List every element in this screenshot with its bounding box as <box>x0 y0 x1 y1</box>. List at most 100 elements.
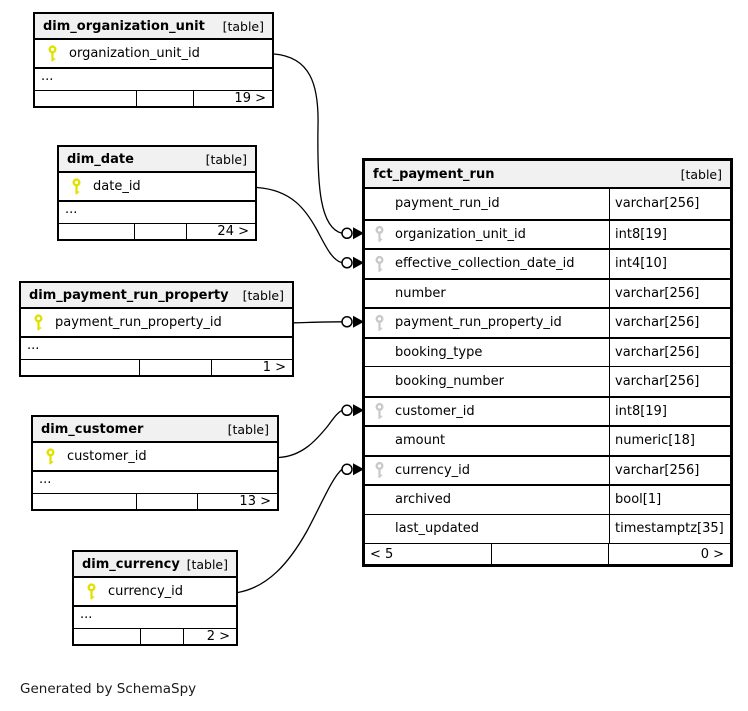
primary-key-icon <box>71 178 82 195</box>
column-name-cell: booking_type <box>365 339 609 367</box>
table-title[interactable]: fct_payment_run <box>373 166 495 182</box>
table-node-dim-payment-run-property[interactable]: dim_payment_run_property [table] payment… <box>19 281 294 377</box>
column-name-cell: amount <box>365 427 609 455</box>
footer-cell <box>35 91 137 106</box>
column-row: effective_collection_date_id int4[10] <box>365 248 730 278</box>
table-title[interactable]: dim_customer <box>41 421 144 437</box>
column-type: varchar[256] <box>615 373 700 389</box>
column-name: organization_unit_id <box>395 226 526 242</box>
table-node-dim-customer[interactable]: dim_customer [table] customer_id ... 13 … <box>31 415 279 511</box>
table-node-fct-payment-run[interactable]: fct_payment_run [table] payment_run_id v… <box>362 158 733 567</box>
column-name: date_id <box>93 179 141 194</box>
crow-foot-circle <box>341 257 353 269</box>
table-node-dim-date[interactable]: dim_date [table] date_id ... 24 > <box>57 145 257 241</box>
footer-cell <box>33 494 137 509</box>
table-title[interactable]: dim_date <box>67 151 134 167</box>
foreign-key-icon <box>374 403 385 420</box>
table-title[interactable]: dim_payment_run_property <box>29 287 229 303</box>
table-header[interactable]: dim_payment_run_property [table] <box>21 283 292 309</box>
footer-cell <box>21 360 140 375</box>
column-name-cell: effective_collection_date_id <box>365 250 609 278</box>
footer-cell <box>74 629 141 644</box>
ellipsis-text: ... <box>27 338 40 353</box>
column-row: date_id <box>59 173 255 202</box>
table-title[interactable]: dim_currency <box>82 556 180 572</box>
hidden-columns-ellipsis: ... <box>35 69 272 91</box>
column-type-cell: int8[19] <box>609 397 730 425</box>
footer-cell <box>59 224 135 239</box>
table-node-dim-organization-unit[interactable]: dim_organization_unit [table] organizati… <box>33 12 274 108</box>
table-title[interactable]: dim_organization_unit <box>43 18 205 34</box>
foreign-key-icon <box>374 314 385 331</box>
parents-count: < 5 <box>365 544 492 564</box>
footer-cell <box>135 224 187 239</box>
column-type: timestamptz[35] <box>615 521 724 537</box>
column-type-cell: numeric[18] <box>609 427 730 455</box>
crow-foot-circle <box>341 463 353 476</box>
column-name: currency_id <box>108 584 184 599</box>
column-type-cell: varchar[256] <box>609 456 730 484</box>
column-type: bool[1] <box>615 492 662 508</box>
related-count: 1 > <box>262 360 286 375</box>
column-type: int4[10] <box>615 256 667 272</box>
column-type-cell: int4[10] <box>609 250 730 278</box>
footer-cell: 24 > <box>187 224 255 239</box>
column-name: archived <box>395 492 451 508</box>
column-name: customer_id <box>395 403 475 419</box>
crow-foot-circle <box>341 316 353 328</box>
column-row: organization_unit_id int8[19] <box>365 218 730 248</box>
primary-key-icon <box>33 314 44 331</box>
column-type-cell: varchar[256] <box>609 367 730 396</box>
column-type: varchar[256] <box>615 462 700 478</box>
column-type-cell: varchar[256] <box>609 279 730 307</box>
crow-foot-circle <box>341 404 353 417</box>
table-type-badge: [table] <box>227 421 269 437</box>
table-header[interactable]: dim_date [table] <box>59 147 255 173</box>
footer-cell: 13 > <box>198 494 277 509</box>
column-name: payment_run_id <box>395 196 500 212</box>
table-header[interactable]: dim_currency [table] <box>74 552 236 578</box>
column-type: int8[19] <box>615 226 667 242</box>
table-header[interactable]: dim_organization_unit [table] <box>35 14 272 40</box>
ellipsis-text: ... <box>80 607 93 622</box>
column-name: customer_id <box>67 449 147 464</box>
footer-cell <box>137 494 198 509</box>
generated-by-note: Generated by SchemaSpy <box>20 681 197 697</box>
hidden-columns-ellipsis: ... <box>33 472 277 494</box>
column-name: payment_run_property_id <box>395 315 562 331</box>
footer-cell: 1 > <box>212 360 292 375</box>
ellipsis-text: ... <box>39 472 52 487</box>
table-header[interactable]: fct_payment_run [table] <box>365 161 730 189</box>
column-name: currency_id <box>395 462 471 478</box>
column-type: varchar[256] <box>615 315 700 331</box>
column-type-cell: varchar[256] <box>609 338 730 366</box>
foreign-key-icon <box>374 255 385 272</box>
column-name: effective_collection_date_id <box>395 256 575 272</box>
related-count: 13 > <box>239 494 271 509</box>
column-name: amount <box>395 433 446 449</box>
table-footer: 2 > <box>74 629 236 644</box>
column-type: varchar[256] <box>615 285 700 301</box>
column-row: number varchar[256] <box>365 277 730 308</box>
column-row: currency_id <box>74 578 236 607</box>
column-name-cell: customer_id <box>365 398 609 426</box>
foreign-key-icon <box>374 462 385 479</box>
footer-cell <box>140 360 212 375</box>
table-header[interactable]: dim_customer [table] <box>33 417 277 443</box>
crow-foot-circle <box>341 227 353 240</box>
foreign-key-icon <box>374 226 385 243</box>
column-row: currency_id varchar[256] <box>365 454 730 484</box>
column-row: amount numeric[18] <box>365 425 730 455</box>
column-row: booking_number varchar[256] <box>365 366 730 396</box>
relationship-line-organization-unit <box>273 53 343 234</box>
column-row: organization_unit_id <box>35 40 272 69</box>
column-name: number <box>395 285 446 301</box>
footer-cell <box>137 91 194 106</box>
related-count: 19 > <box>234 91 266 106</box>
table-type-badge: [table] <box>242 287 284 303</box>
column-type: numeric[18] <box>615 433 695 449</box>
column-name-cell: number <box>365 280 609 308</box>
table-node-dim-currency[interactable]: dim_currency [table] currency_id ... 2 > <box>72 550 238 646</box>
column-name: booking_number <box>395 373 505 389</box>
ellipsis-text: ... <box>41 69 54 84</box>
